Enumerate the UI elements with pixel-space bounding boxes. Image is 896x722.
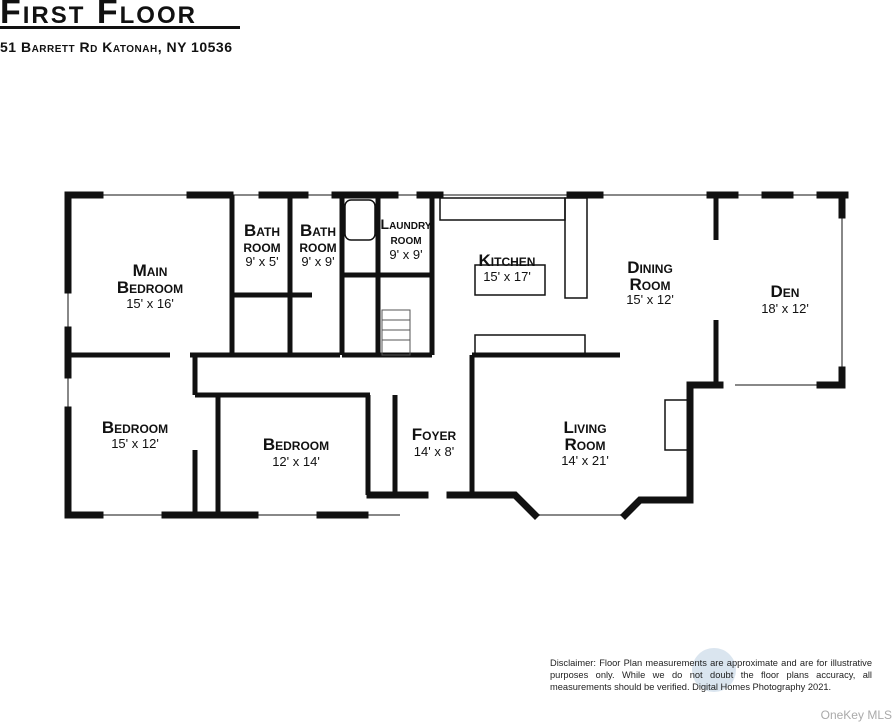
svg-text:Dining: Dining — [627, 258, 673, 277]
room-bath-1: Bath room 9' x 5' — [243, 221, 280, 269]
svg-text:Main: Main — [133, 261, 168, 280]
room-laundry: Laundry room 9' x 9' — [381, 216, 432, 262]
svg-text:Room: Room — [630, 275, 671, 294]
svg-text:15' x 12': 15' x 12' — [626, 292, 674, 307]
svg-text:Living: Living — [563, 418, 606, 437]
svg-text:Bedroom: Bedroom — [102, 418, 168, 437]
exterior-walls — [64, 191, 849, 520]
room-bath-2: Bath room 9' x 9' — [299, 221, 336, 269]
svg-text:15' x 12': 15' x 12' — [111, 436, 159, 451]
svg-text:Room: Room — [565, 435, 606, 454]
room-bedroom-2: Bedroom 12' x 14' — [263, 435, 329, 469]
watermark-logo — [692, 648, 736, 692]
svg-text:14' x 21': 14' x 21' — [561, 453, 609, 468]
stairs — [381, 309, 411, 356]
svg-text:9' x 5': 9' x 5' — [245, 254, 278, 269]
room-living: Living Room 14' x 21' — [561, 418, 609, 468]
svg-text:Bedroom: Bedroom — [117, 278, 183, 297]
svg-text:9' x 9': 9' x 9' — [389, 247, 422, 262]
room-dining: Dining Room 15' x 12' — [626, 258, 674, 307]
title-underline — [0, 26, 240, 29]
svg-text:Kitchen: Kitchen — [479, 251, 536, 270]
svg-text:14' x 8': 14' x 8' — [414, 444, 454, 459]
svg-text:12' x 14': 12' x 14' — [272, 454, 320, 469]
svg-text:Laundry: Laundry — [381, 216, 432, 232]
svg-text:18' x 12': 18' x 12' — [761, 301, 809, 316]
address: 51 Barrett Rd Katonah, NY 10536 — [0, 39, 233, 55]
interior-walls — [68, 195, 719, 515]
room-foyer: Foyer 14' x 8' — [412, 425, 457, 459]
svg-text:9' x 9': 9' x 9' — [301, 254, 334, 269]
disclaimer: Disclaimer: Floor Plan measurements are … — [550, 658, 872, 692]
svg-text:Bath: Bath — [300, 221, 336, 240]
svg-text:Bedroom: Bedroom — [263, 435, 329, 454]
room-main-bedroom: Main Bedroom 15' x 16' — [117, 261, 183, 311]
kitchen-counters — [344, 197, 691, 451]
svg-text:15' x 16': 15' x 16' — [126, 296, 174, 311]
page-title: First Floor — [0, 0, 197, 31]
mls-credit: OneKey MLS — [820, 708, 892, 722]
svg-text:Bath: Bath — [244, 221, 280, 240]
windows — [65, 194, 845, 516]
room-bedroom-1: Bedroom 15' x 12' — [102, 418, 168, 451]
room-den: Den 18' x 12' — [761, 282, 809, 316]
svg-text:room: room — [243, 237, 280, 256]
svg-text:15' x 17': 15' x 17' — [483, 269, 531, 284]
svg-text:room: room — [390, 231, 421, 247]
svg-text:room: room — [299, 237, 336, 256]
svg-text:Den: Den — [771, 282, 800, 301]
svg-text:Foyer: Foyer — [412, 425, 457, 444]
room-kitchen: Kitchen 15' x 17' — [479, 251, 536, 284]
